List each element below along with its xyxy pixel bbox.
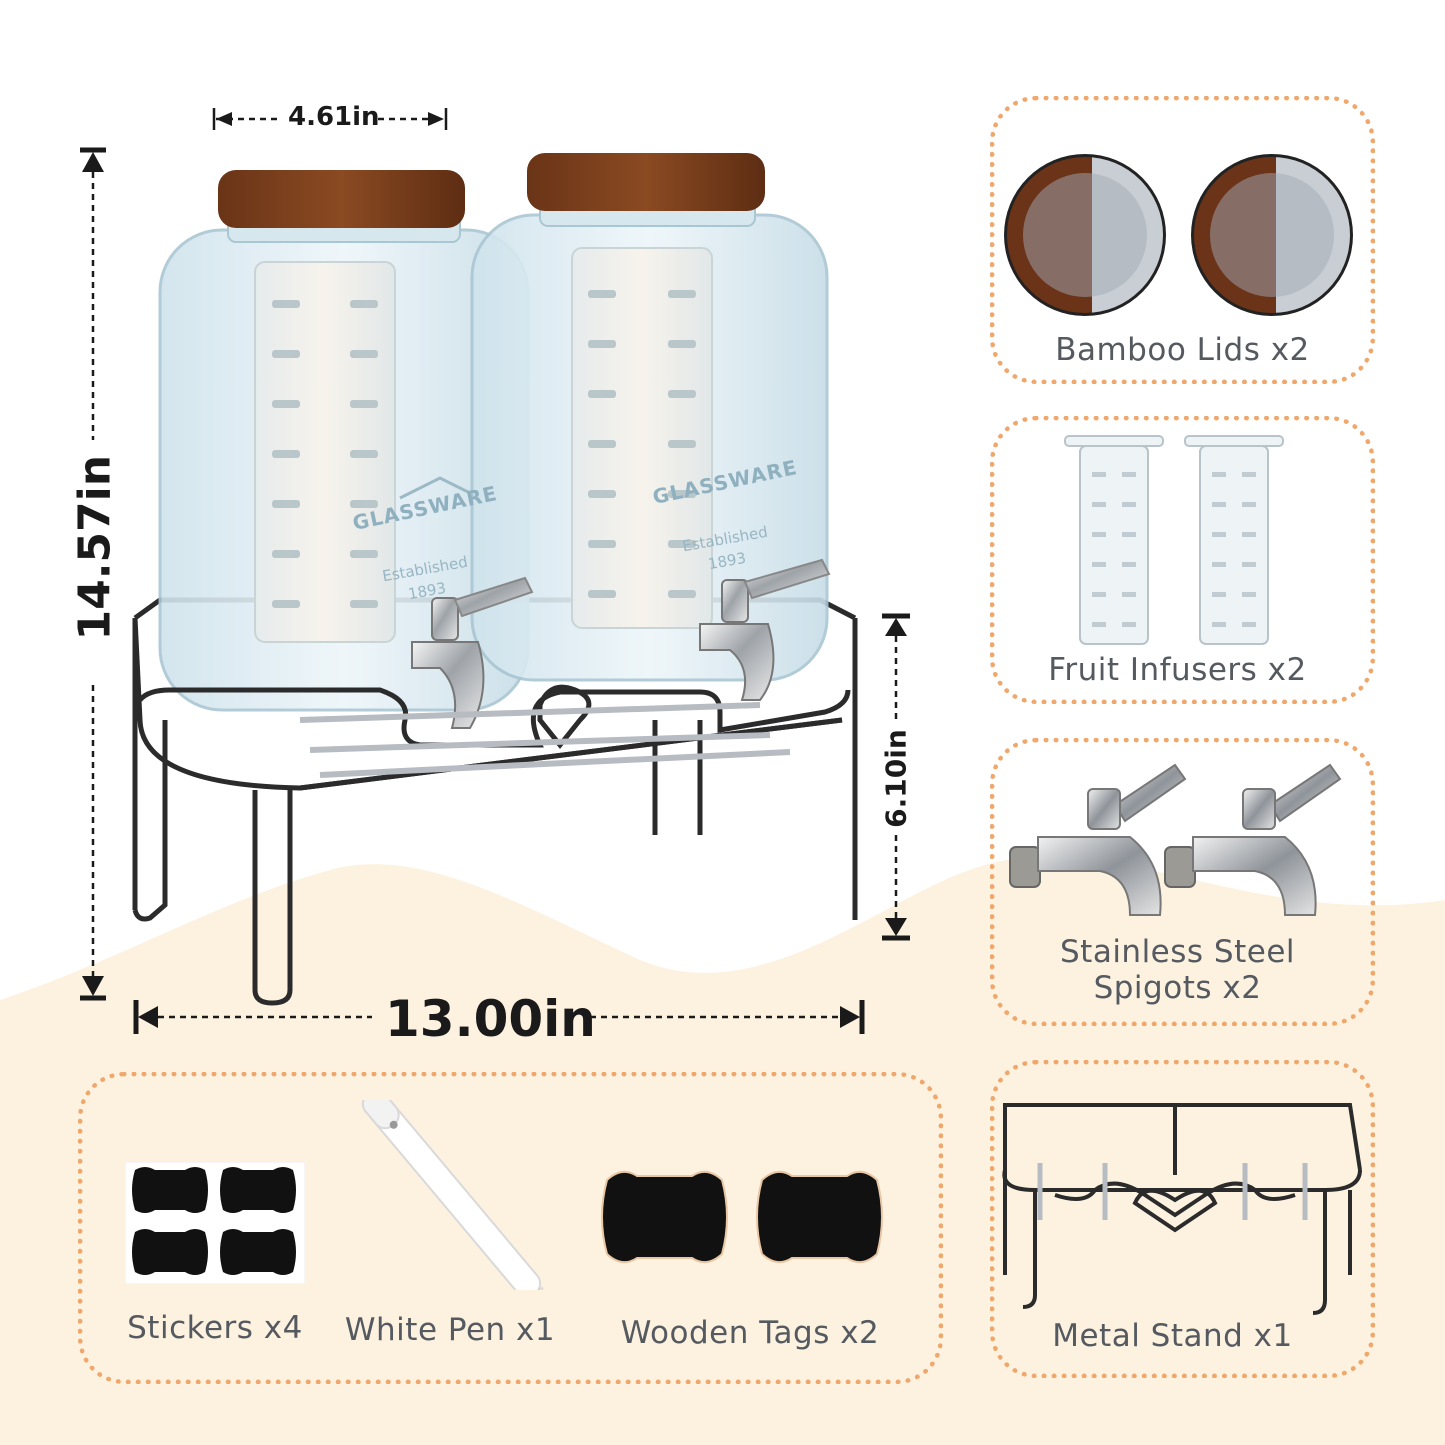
dimension-width-bottom: 13.00in	[385, 990, 596, 1048]
left-jar	[158, 170, 530, 712]
caption-stand: Metal Stand x1	[1052, 1318, 1293, 1354]
dimension-width-top: 4.61in	[288, 102, 380, 132]
bamboo-lids-image	[1004, 154, 1353, 316]
dimension-height-total: 14.57in	[69, 454, 121, 641]
spigots-image	[1009, 763, 1342, 916]
left-jar-spigot	[411, 576, 534, 729]
wooden-tags-image	[601, 1170, 883, 1264]
panel-accessories	[78, 1072, 943, 1384]
right-jar-spigot	[699, 558, 831, 701]
stand-front	[132, 617, 851, 1006]
caption-tags: Wooden Tags x2	[620, 1315, 880, 1351]
stand-slats	[299, 702, 791, 778]
panel-spigots	[990, 738, 1375, 1026]
caption-lids: Bamboo Lids x2	[1055, 332, 1310, 368]
panel-lids	[990, 96, 1375, 384]
dimension-height-stand: 6.10in	[879, 729, 913, 828]
right-jar	[470, 153, 829, 682]
caption-spigots-line1: Stainless Steel	[1059, 934, 1296, 970]
caption-infusers: Fruit Infusers x2	[1048, 652, 1307, 688]
metal-stand-image	[1002, 1103, 1362, 1315]
caption-stickers: Stickers x4	[127, 1310, 303, 1346]
caption-pen: White Pen x1	[344, 1312, 556, 1348]
fruit-infusers-image	[1064, 435, 1284, 645]
panel-stand	[990, 1060, 1375, 1378]
white-pen-image	[361, 1100, 551, 1290]
caption-spigots-line2: Spigots x2	[1093, 970, 1262, 1006]
dimension-lines	[80, 108, 910, 1034]
stickers-image	[125, 1162, 305, 1284]
panel-infusers	[990, 416, 1375, 704]
